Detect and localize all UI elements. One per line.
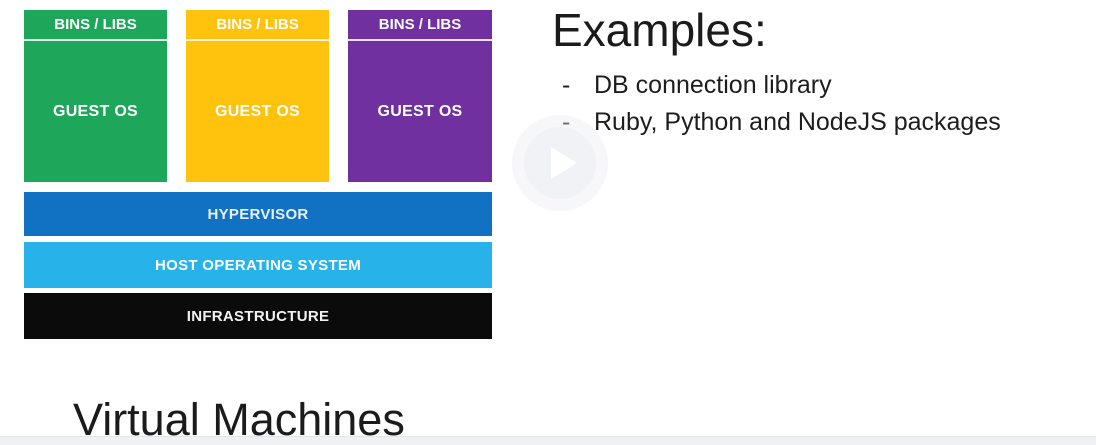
guest-os-label: GUEST OS: [214, 102, 301, 120]
play-button-circle: [524, 127, 596, 199]
infrastructure-layer: INFRASTRUCTURE: [24, 293, 492, 339]
guest-os-label: GUEST OS: [52, 102, 139, 120]
vm-column-2: BINS / LIBS GUEST OS: [186, 10, 329, 182]
host-os-layer: HOST OPERATING SYSTEM: [24, 242, 492, 288]
examples-list: - DB connection library - Ruby, Python a…: [552, 67, 1001, 141]
example-text: Ruby, Python and NodeJS packages: [594, 107, 1001, 136]
bullet-dash: -: [562, 70, 571, 99]
play-icon: [550, 147, 577, 179]
guest-os-label: GUEST OS: [377, 102, 463, 120]
examples-section: Examples: - DB connection library - Ruby…: [552, 4, 1001, 141]
example-text: DB connection library: [594, 70, 832, 99]
hypervisor-layer: HYPERVISOR: [24, 192, 492, 236]
vm-column-3: BINS / LIBS GUEST OS: [348, 10, 492, 182]
bins-libs-label: BINS / LIBS: [24, 10, 167, 41]
video-timeline-strip[interactable]: [0, 436, 1096, 445]
bins-libs-label: BINS / LIBS: [186, 10, 329, 41]
list-item: - Ruby, Python and NodeJS packages: [552, 104, 1001, 141]
list-item: - DB connection library: [552, 67, 1001, 104]
play-button-overlay[interactable]: [512, 115, 608, 211]
examples-heading: Examples:: [552, 4, 767, 56]
vm-column-1: BINS / LIBS GUEST OS: [24, 10, 167, 182]
bins-libs-label: BINS / LIBS: [348, 10, 492, 41]
bullet-dash: -: [562, 107, 571, 136]
